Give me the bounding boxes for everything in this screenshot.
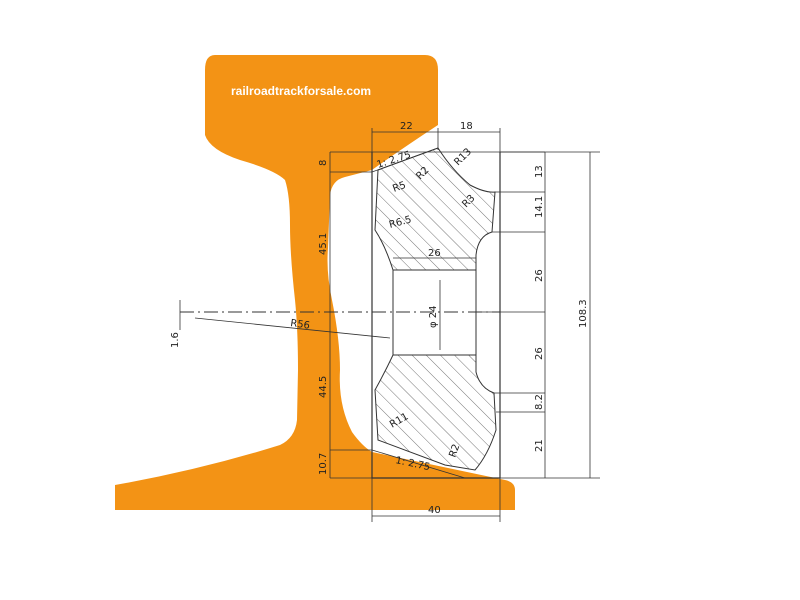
dim-bottom-width: 40 (428, 505, 441, 516)
hatched-section-upper (374, 147, 496, 271)
rail-silhouette (115, 55, 515, 510)
dim-left-445: 44.5 (318, 376, 329, 398)
dim-left-8: 8 (318, 160, 329, 166)
dim-right-26-upper: 26 (534, 269, 545, 282)
dim-r56: R56 (290, 318, 311, 332)
dim-18: 18 (460, 121, 473, 132)
hatched-section-lower (374, 354, 497, 471)
dim-left-16: 1.6 (170, 332, 181, 348)
slope-line-bottom (371, 449, 466, 479)
dim-total-height: 108.3 (578, 299, 589, 328)
dim-right-13: 13 (534, 165, 545, 178)
dim-right-21: 21 (534, 439, 545, 452)
dim-r13: R13 (452, 146, 474, 168)
dim-right-82: 8.2 (534, 394, 545, 410)
slope-line-top (371, 147, 439, 173)
dim-right-141: 14.1 (534, 196, 545, 218)
dim-left-107: 10.7 (318, 453, 329, 475)
dim-right-26-lower: 26 (534, 347, 545, 360)
dim-r5: R5 (391, 180, 407, 195)
watermark: railroadtrackforsale.com (231, 84, 371, 98)
dim-r2-bottom: R2 (447, 443, 462, 459)
dim-left-451: 45.1 (318, 233, 329, 255)
dim-hole-width: 26 (428, 248, 441, 259)
dim-22: 22 (400, 121, 413, 132)
dim-hole-diameter: φ 24 (428, 306, 439, 329)
r56-leader (194, 317, 391, 339)
